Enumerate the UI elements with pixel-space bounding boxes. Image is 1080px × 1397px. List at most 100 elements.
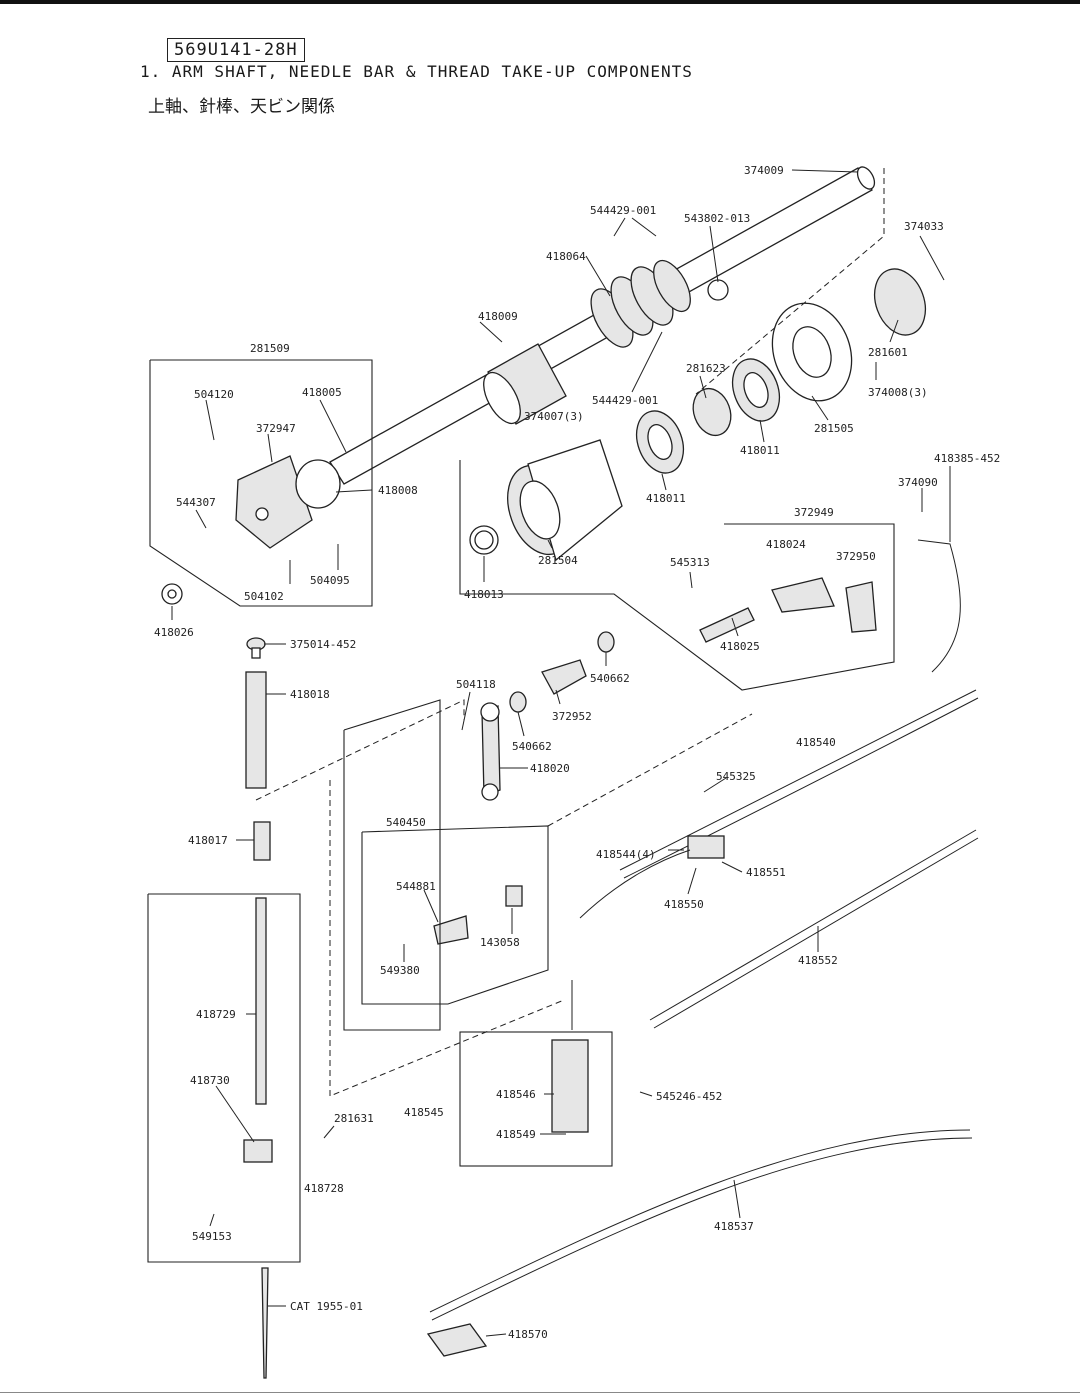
label-418550: 418550: [664, 898, 704, 911]
connector-418546: [551, 1039, 589, 1133]
coupling-418009: [483, 343, 567, 425]
bushing-418018: [245, 671, 267, 789]
label-418728: 418728: [304, 1182, 344, 1195]
label-418570: 418570: [508, 1328, 548, 1341]
label-418385-452: 418385-452: [934, 452, 1000, 465]
label-543802-013: 543802-013: [684, 212, 750, 225]
pin-418025: [699, 607, 755, 643]
label-544307: 544307: [176, 496, 216, 509]
holder-418550: [687, 835, 725, 859]
harness-418544: [571, 849, 691, 1030]
label-540450: 540450: [386, 816, 426, 829]
bearing-418011-upper: [731, 358, 781, 422]
label-cat-1955-01: CAT 1955-01: [290, 1300, 363, 1313]
bearing-418011-lower: [635, 410, 685, 474]
lever-372950: [845, 581, 877, 633]
label-374033: 374033: [904, 220, 944, 233]
label-540662-lower: 540662: [512, 740, 552, 753]
label-374090: 374090: [898, 476, 938, 489]
dash-line-d: [695, 168, 885, 395]
lever-418024: [771, 577, 835, 613]
label-418008: 418008: [378, 484, 418, 497]
label-418545: 418545: [404, 1106, 444, 1119]
label-375014-452: 375014-452: [290, 638, 356, 651]
label-418024: 418024: [766, 538, 806, 551]
slide-block-143058: [505, 885, 523, 907]
cable-418552: [649, 829, 979, 1029]
label-418540: 418540: [796, 736, 836, 749]
bushing-281504: [507, 439, 623, 562]
label-545313: 545313: [670, 556, 710, 569]
link-372952: [541, 659, 587, 695]
label-418020: 418020: [530, 762, 570, 775]
label-418544: 418544(4): [596, 848, 656, 861]
label-418017: 418017: [188, 834, 228, 847]
label-372950: 372950: [836, 550, 876, 563]
label-418549: 418549: [496, 1128, 536, 1141]
label-372947: 372947: [256, 422, 296, 435]
leader-lines: [171, 169, 951, 1337]
bottom-border: [0, 1392, 1080, 1393]
label-504095: 504095: [310, 574, 350, 587]
label-281631: 281631: [334, 1112, 374, 1125]
dash-line-a: [255, 699, 465, 801]
takeup-lever-418020: [480, 702, 501, 801]
label-374007: 374007(3): [524, 410, 584, 423]
flange-281505: [771, 302, 853, 402]
label-418005: 418005: [302, 386, 342, 399]
label-418013: 418013: [464, 588, 504, 601]
label-418064: 418064: [546, 250, 586, 263]
washer-418026: [161, 583, 183, 605]
label-418552: 418552: [798, 954, 838, 967]
coupling-418064: [590, 259, 691, 348]
snap-ring-543802: [707, 279, 729, 301]
label-549380: 549380: [380, 964, 420, 977]
label-544429-001-mid: 544429-001: [592, 394, 658, 407]
bushing-418017: [253, 821, 271, 861]
label-544429-001-top: 544429-001: [590, 204, 656, 217]
crank-281509: [235, 455, 341, 549]
collar-281623: [692, 387, 732, 437]
label-418011-lower: 418011: [646, 492, 686, 505]
label-143058: 143058: [480, 936, 520, 949]
label-418011-upper: 418011: [740, 444, 780, 457]
label-418025: 418025: [720, 640, 760, 653]
label-418537: 418537: [714, 1220, 754, 1233]
group-372949: [459, 460, 895, 691]
label-281623: 281623: [686, 362, 726, 375]
pad-418570: [426, 1323, 488, 1357]
label-372949: 372949: [794, 506, 834, 519]
label-504120: 504120: [194, 388, 234, 401]
label-418018: 418018: [290, 688, 330, 701]
group-418728: [147, 893, 301, 1263]
label-281509: 281509: [250, 342, 290, 355]
group-540450: [361, 825, 549, 1005]
page-title: 1. ARM SHAFT, NEEDLE BAR & THREAD TAKE-U…: [140, 62, 693, 81]
label-281504: 281504: [538, 554, 578, 567]
label-545246-452: 545246-452: [656, 1090, 722, 1103]
label-418026: 418026: [154, 626, 194, 639]
label-281601: 281601: [868, 346, 908, 359]
document-code: 569U141-28H: [167, 38, 305, 62]
label-418730: 418730: [190, 1074, 230, 1087]
bushing-540662: [509, 631, 615, 713]
bracket-418385: [917, 539, 961, 673]
label-549153: 549153: [192, 1230, 232, 1243]
counterweight-281601: [873, 268, 927, 336]
label-418009: 418009: [478, 310, 518, 323]
label-418729: 418729: [196, 1008, 236, 1021]
needle-bar-crank-544881: [433, 915, 469, 945]
label-374008: 374008(3): [868, 386, 928, 399]
label-281505: 281505: [814, 422, 854, 435]
label-418546: 418546: [496, 1088, 536, 1101]
label-374009: 374009: [744, 164, 784, 177]
label-504102: 504102: [244, 590, 284, 603]
cable-418537: [429, 1129, 973, 1321]
dash-line-b: [329, 780, 565, 1097]
label-540662-upper: 540662: [590, 672, 630, 685]
needle-CAT1955: [261, 1267, 269, 1379]
label-372952: 372952: [552, 710, 592, 723]
group-418545: [459, 1031, 613, 1167]
label-545325: 545325: [716, 770, 756, 783]
